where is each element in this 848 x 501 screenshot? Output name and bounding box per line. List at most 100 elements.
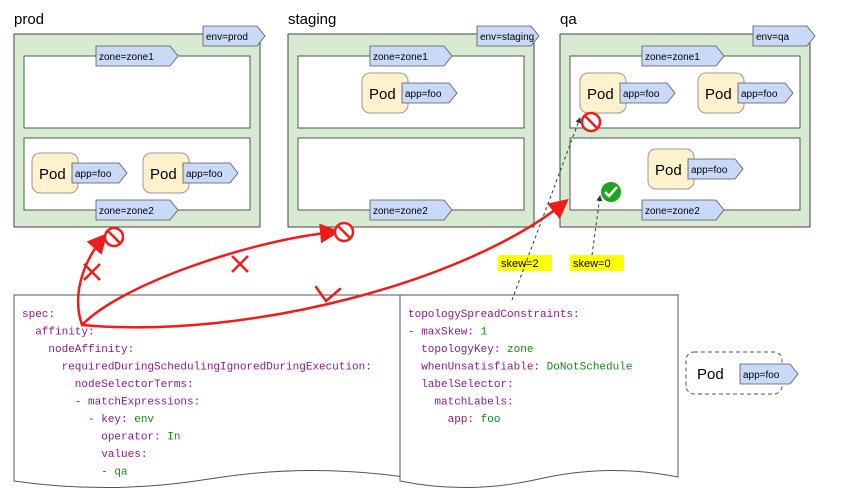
- yaml-token: - qa: [22, 467, 128, 479]
- label-tag-shape: [95, 45, 179, 67]
- yaml-token: operator:: [22, 432, 167, 444]
- cross-stroke: [83, 263, 101, 281]
- affinity-yaml-doc: spec: affinity: nodeAffinity: requiredDu…: [13, 294, 405, 489]
- label-tag-text: app=foo: [186, 169, 223, 180]
- yaml-line: - matchExpressions:: [22, 397, 200, 409]
- label-tag-text: app=foo: [691, 165, 728, 176]
- skew-highlight: [570, 255, 624, 271]
- label-tag-shape: [641, 199, 725, 221]
- cross-mark-icon: [231, 255, 249, 273]
- yaml-token: zone: [507, 344, 533, 356]
- zone2-box: [297, 137, 525, 211]
- label-tag-shape: [641, 45, 725, 67]
- pod-label-tag: app=foo: [182, 162, 239, 184]
- label-tag-text: zone=zone1: [645, 52, 700, 63]
- label-tag-shape: [71, 162, 128, 184]
- skew-pointer: [511, 117, 582, 301]
- pod-label-tag: app=foo: [739, 363, 799, 385]
- pod-qa-zone1-a: Pod app=foo: [579, 72, 676, 114]
- pod-label: Pod: [705, 86, 732, 103]
- yaml-line: values:: [22, 449, 147, 461]
- yaml-line: affinity:: [22, 327, 95, 339]
- env-tag: env=staging: [476, 25, 540, 47]
- label-tag-shape: [739, 363, 799, 385]
- yaml-token: nodeAffinity:: [22, 344, 134, 356]
- yaml-line: matchLabels:: [408, 397, 514, 409]
- yaml-token: labelSelector:: [408, 379, 514, 391]
- yaml-line: - qa: [22, 467, 128, 479]
- label-tag-text: zone=zone2: [373, 206, 428, 217]
- check-icon: [601, 182, 621, 202]
- pod-qa-zone1-b: Pod app=foo: [697, 72, 794, 114]
- label-tag-shape: [369, 199, 453, 221]
- pod-prod-zone2-b: Pod app=foo: [142, 152, 239, 194]
- pod-label-tag: app=foo: [737, 82, 794, 104]
- yaml-token: - matchExpressions:: [22, 397, 200, 409]
- label-tag-shape: [182, 162, 239, 184]
- label-tag-text: zone=zone1: [99, 52, 154, 63]
- zone2-tag: zone=zone2: [95, 199, 179, 221]
- zone1-tag: zone=zone1: [95, 45, 179, 67]
- prohibited-icon: [103, 226, 125, 248]
- label-tag-shape: [476, 25, 540, 47]
- yaml-line: labelSelector:: [408, 379, 514, 391]
- label-tag-text: app=foo: [405, 89, 442, 100]
- skew-text: skew=0: [573, 258, 611, 270]
- label-tag-text: env=staging: [480, 32, 534, 43]
- pod-prod-zone2-a: Pod app=foo: [31, 152, 128, 194]
- prohibited-icon: [580, 111, 602, 133]
- arrow-to-prod: [76, 233, 108, 327]
- yaml-token: values:: [22, 449, 147, 461]
- pod-label-tag: app=foo: [401, 82, 458, 104]
- label-tag-shape: [95, 199, 179, 221]
- label-tag-shape: [202, 25, 266, 47]
- yaml-token: env: [134, 414, 154, 426]
- label-tag-text: zone=zone2: [645, 206, 700, 217]
- yaml-line: - key: env: [22, 414, 154, 426]
- yaml-token: whenUnsatisfiable:: [408, 362, 547, 374]
- zone1-box: [23, 55, 251, 129]
- yaml-line: spec:: [22, 309, 55, 321]
- label-tag-text: app=foo: [75, 169, 112, 180]
- pod-label-tag: app=foo: [71, 162, 128, 184]
- document-shape: [13, 294, 405, 489]
- arrow-to-staging: [80, 223, 340, 327]
- arrow-tick-mark: [314, 285, 342, 303]
- check-mark: [604, 186, 618, 198]
- yaml-line: - maxSkew: 1: [408, 327, 488, 339]
- yaml-token: - key:: [22, 414, 134, 426]
- detached-pod: Pod app=foo: [685, 351, 799, 395]
- skew-label: skew=2: [498, 255, 552, 271]
- yaml-line: topologyKey: zone: [408, 344, 533, 356]
- env-tag: env=qa: [752, 25, 816, 47]
- cross-mark-icon: [83, 263, 101, 281]
- zone1-tag: zone=zone1: [641, 45, 725, 67]
- yaml-line: whenUnsatisfiable: DoNotSchedule: [408, 362, 632, 374]
- pod-label-tag: app=foo: [687, 158, 744, 180]
- skew-highlight: [498, 255, 552, 271]
- pod-label: Pod: [39, 166, 66, 183]
- label-tag-text: zone=zone1: [373, 52, 428, 63]
- pod-label: Pod: [697, 366, 724, 383]
- label-tag-text: env=prod: [206, 32, 248, 43]
- yaml-line: operator: In: [22, 432, 180, 444]
- yaml-token: topologySpreadConstraints:: [408, 309, 580, 321]
- prohibited-bar: [584, 115, 598, 129]
- yaml-token: requiredDuringSchedulingIgnoredDuringExe…: [22, 362, 372, 374]
- label-tag-text: app=foo: [623, 89, 660, 100]
- skew-label: skew=0: [570, 255, 624, 271]
- label-tag-text: app=foo: [741, 89, 778, 100]
- label-tag-shape: [369, 45, 453, 67]
- yaml-line: nodeSelectorTerms:: [22, 379, 194, 391]
- pod-label: Pod: [587, 86, 614, 103]
- arrow-to-qa: [80, 198, 569, 329]
- zone2-tag: zone=zone2: [641, 199, 725, 221]
- pod-label: Pod: [150, 166, 177, 183]
- yaml-line: nodeAffinity:: [22, 344, 134, 356]
- zone2-tag: zone=zone2: [369, 199, 453, 221]
- spread-yaml-doc: topologySpreadConstraints: - maxSkew: 1 t…: [399, 294, 679, 488]
- prohibited-bar: [107, 230, 121, 244]
